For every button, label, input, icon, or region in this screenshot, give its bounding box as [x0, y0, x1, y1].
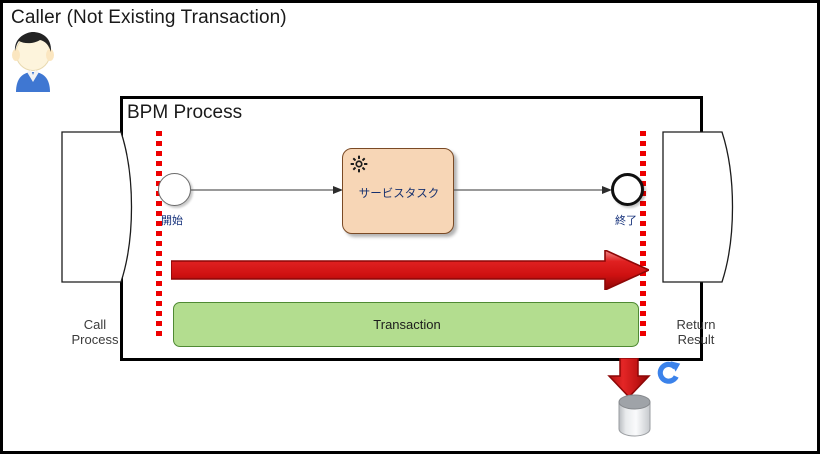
- end-event-icon: [611, 173, 644, 206]
- sequence-flow-arrow-2: [454, 182, 612, 198]
- blue-refresh-icon: [653, 358, 683, 388]
- person-avatar-icon: [7, 31, 59, 93]
- service-task-label: サービスタスク: [358, 188, 440, 200]
- red-right-arrow-icon: [170, 248, 651, 292]
- call-process-label-line2: Process: [71, 332, 119, 347]
- return-result-shape: Return Result: [662, 131, 740, 347]
- database-cylinder-icon: [617, 393, 652, 438]
- return-result-label-line2: Result: [677, 332, 715, 347]
- red-dotted-boundary-icon-right: [640, 131, 646, 337]
- page-title: Caller (Not Existing Transaction): [11, 7, 287, 28]
- start-event-label: 開始: [161, 215, 183, 227]
- bpm-process-label: BPM Process: [127, 102, 243, 123]
- call-process-shape: Call Process: [61, 131, 139, 347]
- return-result-label-group: Return Result: [662, 317, 730, 347]
- transaction-scope-band: Transaction: [173, 302, 639, 347]
- red-down-arrow-icon: [607, 357, 651, 399]
- service-task-node[interactable]: サービスタスク: [342, 148, 454, 234]
- transaction-band-label: Transaction: [373, 317, 441, 332]
- gear-icon: [350, 155, 368, 173]
- call-process-label-line1: Call: [83, 317, 107, 332]
- call-process-label-group: Call Process: [61, 317, 129, 347]
- start-event-icon: [158, 173, 191, 206]
- red-dotted-boundary-icon-left: [156, 131, 162, 337]
- end-event-label: 終了: [615, 215, 637, 227]
- sequence-flow-arrow-1: [191, 182, 343, 198]
- return-result-label-line1: Return: [676, 317, 716, 332]
